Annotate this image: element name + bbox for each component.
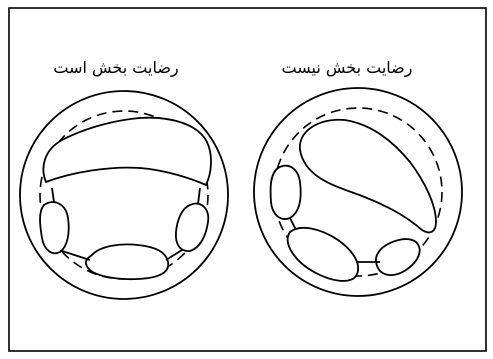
caption-satisfactory: رضایت بخش است [26, 58, 206, 77]
caption-unsatisfactory: رضایت بخش نیست [257, 58, 437, 77]
steering-wheel-satisfactory [20, 91, 228, 299]
grip-bottom-left [288, 228, 358, 281]
grip-top-diagonal [300, 120, 436, 233]
spoke-left-upper [52, 188, 54, 202]
grip-left [271, 166, 301, 219]
steering-wheel-unsatisfactory [254, 88, 462, 296]
grip-bottom-right [376, 239, 420, 275]
spoke-left [290, 218, 296, 230]
grip-bottom [86, 244, 168, 279]
grip-top [43, 118, 211, 185]
grip-left [40, 202, 69, 253]
spoke-right-upper [198, 188, 200, 204]
grip-right [176, 204, 208, 252]
